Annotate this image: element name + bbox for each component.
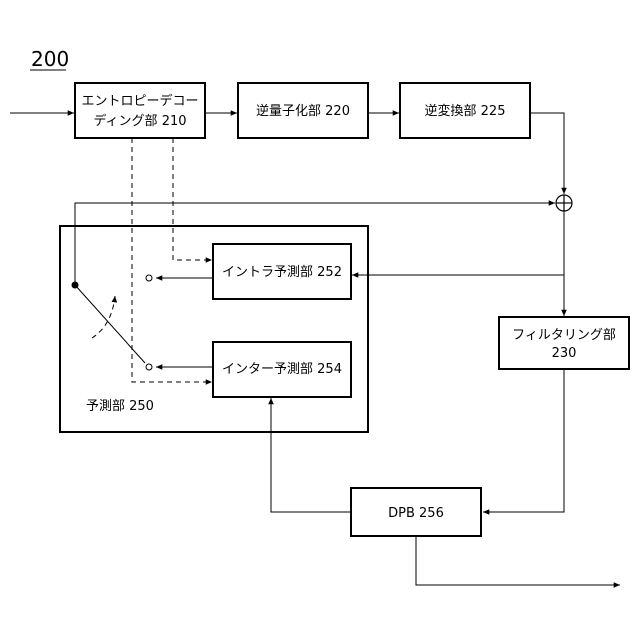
prediction-switch bbox=[72, 275, 153, 370]
inverse-transform-label: 逆変換部 225 bbox=[425, 103, 506, 119]
prediction-unit-label: 予測部 250 bbox=[86, 399, 154, 414]
filtering-label-line2: 230 bbox=[552, 346, 577, 361]
dpb-block: DPB 256 bbox=[351, 488, 481, 536]
inverse-transform-block: 逆変換部 225 bbox=[400, 83, 530, 138]
dpb-output-arrow bbox=[416, 536, 620, 585]
arrow-dpb-to-inter bbox=[271, 398, 351, 512]
figure-number: 200 bbox=[31, 47, 69, 71]
dpb-label: DPB 256 bbox=[388, 506, 444, 521]
adder-symbol bbox=[556, 195, 572, 211]
intra-prediction-label: イントラ予測部 252 bbox=[222, 265, 342, 280]
inverse-quantization-label: 逆量子化部 220 bbox=[256, 103, 350, 119]
intra-prediction-block: イントラ予測部 252 bbox=[213, 244, 351, 299]
inverse-quantization-block: 逆量子化部 220 bbox=[238, 83, 368, 138]
arrow-filter-to-dpb bbox=[483, 369, 564, 512]
entropy-decoding-label-line2: ディング部 210 bbox=[93, 113, 186, 129]
filtering-label-line1: フィルタリング部 bbox=[512, 328, 616, 343]
inter-prediction-label: インター予測部 254 bbox=[222, 362, 342, 377]
arrow-invtransform-to-adder bbox=[530, 113, 564, 194]
filtering-block: フィルタリング部 230 bbox=[499, 317, 629, 369]
entropy-decoding-label-line1: エントロピーデコー bbox=[81, 93, 198, 109]
inter-prediction-block: インター予測部 254 bbox=[213, 342, 351, 397]
control-line-to-intra bbox=[173, 138, 212, 260]
entropy-decoding-block: エントロピーデコー ディング部 210 bbox=[75, 83, 205, 138]
